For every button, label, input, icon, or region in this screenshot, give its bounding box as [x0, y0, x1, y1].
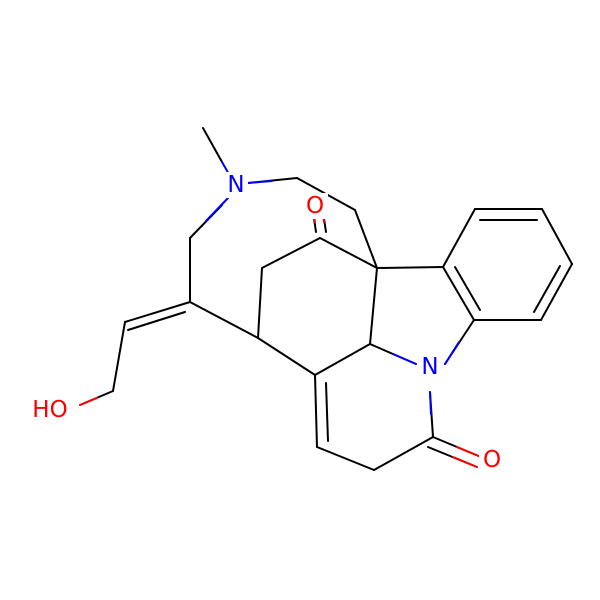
bond-ring-double-a	[314, 374, 318, 448]
bond-benz-1	[442, 208, 476, 268]
bond-benz-3	[541, 208, 573, 265]
bond-vinyl-ch	[112, 321, 126, 392]
bond-ring-double-b	[325, 382, 329, 442]
bond-oh-red	[79, 397, 98, 406]
bond-quatc-aryl	[376, 266, 444, 269]
bond-vinyl-double-b	[127, 311, 186, 331]
bond-ch2-carbonyl	[261, 237, 321, 269]
bond-benz-4-inner	[533, 265, 561, 313]
bond-lactam-o-red-b	[452, 456, 478, 468]
bond-n-ch2-blue	[247, 180, 273, 184]
atom-labels: N N O O HO	[24, 172, 505, 473]
bond-ch2-lactam-c	[373, 436, 434, 471]
bond-bridgehead-ring-c	[257, 337, 316, 376]
bond-vinylc-bridgehead	[189, 301, 259, 339]
bond-benz-6-inner	[454, 266, 481, 311]
bond-carbonyl-quatc	[319, 237, 378, 269]
bond-benz-6	[442, 266, 475, 321]
bond-indole-n-blue-c	[444, 341, 460, 365]
bond-indole-n-blue-b	[429, 391, 432, 415]
bond-benz-4	[540, 263, 573, 321]
indole-n-label: N	[421, 354, 438, 380]
ketone-o-label: O	[306, 193, 324, 219]
bond-n-ch2-down-blue	[205, 197, 229, 222]
bond-quatc-ch	[369, 267, 378, 345]
hydroxyl-label: HO	[32, 397, 67, 423]
bond-vinyl-double-a	[124, 301, 191, 323]
bond-bridgehead-ch2	[257, 267, 263, 339]
bond-ch2-quatc	[354, 209, 378, 269]
bond-indole-n-blue-a	[392, 353, 417, 365]
bond-ch-ch2	[316, 446, 375, 471]
bond-lactam-o-red-a	[456, 446, 482, 458]
bond-methyl-n	[202, 127, 223, 163]
methyl-n-label: N	[227, 172, 244, 198]
bond-ch-ring-c	[314, 343, 371, 376]
lactam-o-label: O	[483, 447, 501, 473]
